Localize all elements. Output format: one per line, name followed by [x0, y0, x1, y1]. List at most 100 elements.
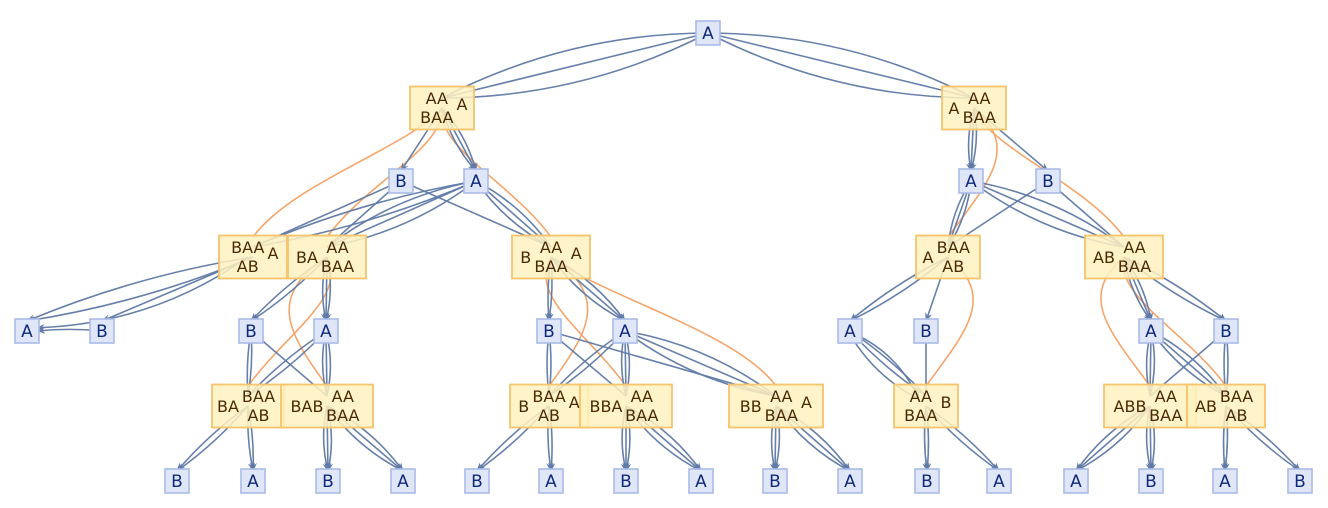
state-node[interactable]: B [315, 468, 341, 494]
state-node-label: A [844, 322, 856, 342]
state-node-label: A [619, 322, 631, 342]
state-node[interactable]: B [913, 318, 939, 344]
state-node[interactable]: B [762, 468, 788, 494]
event-node-left-text: B [520, 248, 531, 267]
state-node[interactable]: A [390, 468, 416, 494]
state-node-box [14, 318, 40, 344]
state-node-box [1138, 468, 1164, 494]
state-node[interactable]: B [388, 168, 414, 194]
state-node[interactable]: B [1035, 168, 1061, 194]
state-node[interactable]: B [536, 318, 562, 344]
state-node[interactable]: B [613, 468, 639, 494]
event-node-bottom-text: AB [237, 257, 259, 276]
state-node-box [913, 318, 939, 344]
state-node[interactable]: B [238, 318, 264, 344]
state-node-label: B [1220, 322, 1232, 342]
state-node-label: A [965, 172, 977, 192]
event-node-left-text: A [949, 99, 960, 118]
state-node-box [986, 468, 1012, 494]
event-node-bottom-text: BAA [625, 406, 658, 425]
event-node-box [728, 383, 824, 429]
state-node-box [463, 168, 489, 194]
state-node-label: A [844, 472, 856, 492]
state-node-box [238, 318, 264, 344]
state-node-label: B [620, 472, 632, 492]
event-node-top-text: BAA [937, 238, 970, 257]
event-node-bottom-text: BAA [1118, 257, 1151, 276]
event-node-box [511, 234, 591, 280]
state-node-box [390, 468, 416, 494]
state-node[interactable]: A [688, 468, 714, 494]
state-node[interactable]: B [164, 468, 190, 494]
state-node[interactable]: A [958, 168, 984, 194]
state-node-box [1212, 468, 1238, 494]
event-node-top-text: AA [1155, 387, 1177, 406]
state-node[interactable]: A [1212, 468, 1238, 494]
event-node-box [287, 234, 367, 280]
state-node[interactable]: A [240, 468, 266, 494]
event-edge [441, 32, 709, 99]
event-node-top-text: AA [540, 238, 562, 257]
event-node-top-text: BAA [1220, 387, 1253, 406]
state-node-box [1138, 318, 1164, 344]
state-node[interactable]: A [837, 468, 863, 494]
state-node-box [388, 168, 414, 194]
state-node[interactable]: A [837, 318, 863, 344]
state-node-label: A [1219, 472, 1231, 492]
state-node[interactable]: A [1063, 468, 1089, 494]
state-node[interactable]: A [538, 468, 564, 494]
state-node[interactable]: A [313, 318, 339, 344]
event-node-bottom-text: AB [248, 406, 270, 425]
event-node-bottom-text: BAA [326, 406, 359, 425]
event-node-box [1186, 383, 1266, 429]
state-node[interactable]: A [1138, 318, 1164, 344]
state-node[interactable]: A [695, 20, 721, 46]
state-node-label: B [921, 472, 933, 492]
state-node[interactable]: B [1138, 468, 1164, 494]
state-node-label: B [322, 472, 334, 492]
state-node[interactable]: A [463, 168, 489, 194]
event-node-left-text: A [923, 248, 934, 267]
event-edge [35, 256, 249, 332]
event-node-top-text: AA [910, 387, 932, 406]
state-node-label: B [245, 322, 257, 342]
event-node-box [409, 85, 475, 131]
event-node-top-text: BAA [532, 387, 565, 406]
event-node-bottom-text: AB [942, 257, 964, 276]
state-node[interactable]: A [14, 318, 40, 344]
state-node-box [89, 318, 115, 344]
state-node-label: A [397, 472, 409, 492]
state-node-label: B [1294, 472, 1306, 492]
state-node[interactable]: A [986, 468, 1012, 494]
state-node-label: A [545, 472, 557, 492]
state-node-label: A [993, 472, 1005, 492]
event-node-bottom-text: BAA [420, 108, 453, 127]
state-node[interactable]: B [89, 318, 115, 344]
state-node[interactable]: A [612, 318, 638, 344]
event-edge [707, 32, 975, 99]
state-node[interactable]: B [914, 468, 940, 494]
state-node-label: B [471, 472, 483, 492]
state-node[interactable]: B [1213, 318, 1239, 344]
state-node[interactable]: B [464, 468, 490, 494]
state-node-box [612, 318, 638, 344]
state-node[interactable]: B [1287, 468, 1313, 494]
event-node-box [218, 234, 288, 280]
state-node-box [240, 468, 266, 494]
event-node-top-text: BAA [242, 387, 275, 406]
